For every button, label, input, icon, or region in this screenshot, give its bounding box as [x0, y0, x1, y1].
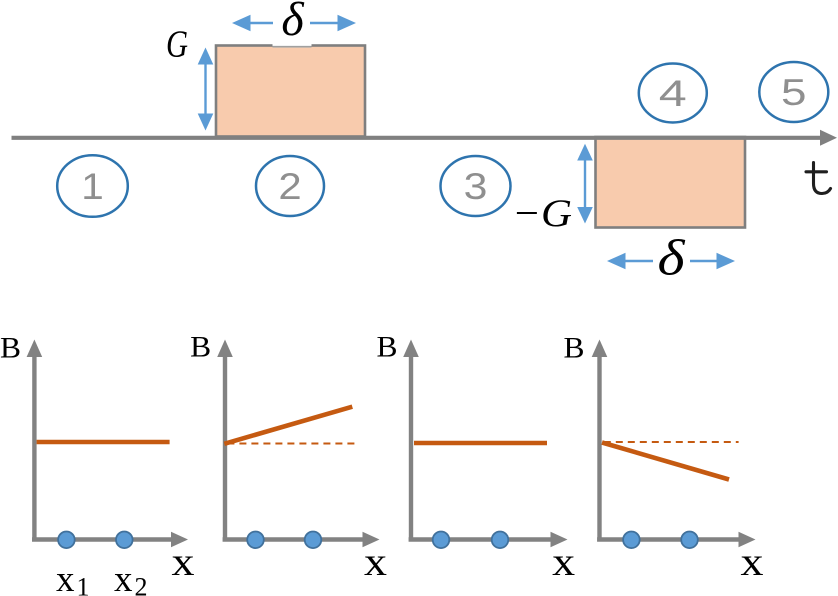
- svg-text:δ: δ: [658, 231, 686, 287]
- svg-text:δ: δ: [281, 0, 304, 46]
- svg-text:1: 1: [77, 573, 90, 596]
- svg-text:1: 1: [81, 166, 104, 207]
- svg-text:G: G: [166, 24, 188, 66]
- svg-text:B: B: [190, 331, 211, 364]
- svg-text:−G: −G: [512, 191, 572, 235]
- svg-text:x: x: [56, 559, 75, 596]
- svg-text:4: 4: [659, 73, 687, 114]
- svg-text:3: 3: [464, 166, 488, 207]
- svg-text:x: x: [364, 539, 387, 584]
- svg-text:B: B: [0, 332, 21, 365]
- svg-text:2: 2: [135, 573, 148, 596]
- svg-text:B: B: [564, 332, 585, 365]
- svg-text:B: B: [377, 331, 398, 364]
- svg-text:2: 2: [278, 166, 301, 207]
- svg-text:5: 5: [781, 72, 807, 113]
- svg-text:x: x: [172, 539, 195, 584]
- svg-text:x: x: [114, 559, 133, 596]
- svg-text:x: x: [741, 539, 764, 584]
- svg-text:x: x: [552, 539, 575, 584]
